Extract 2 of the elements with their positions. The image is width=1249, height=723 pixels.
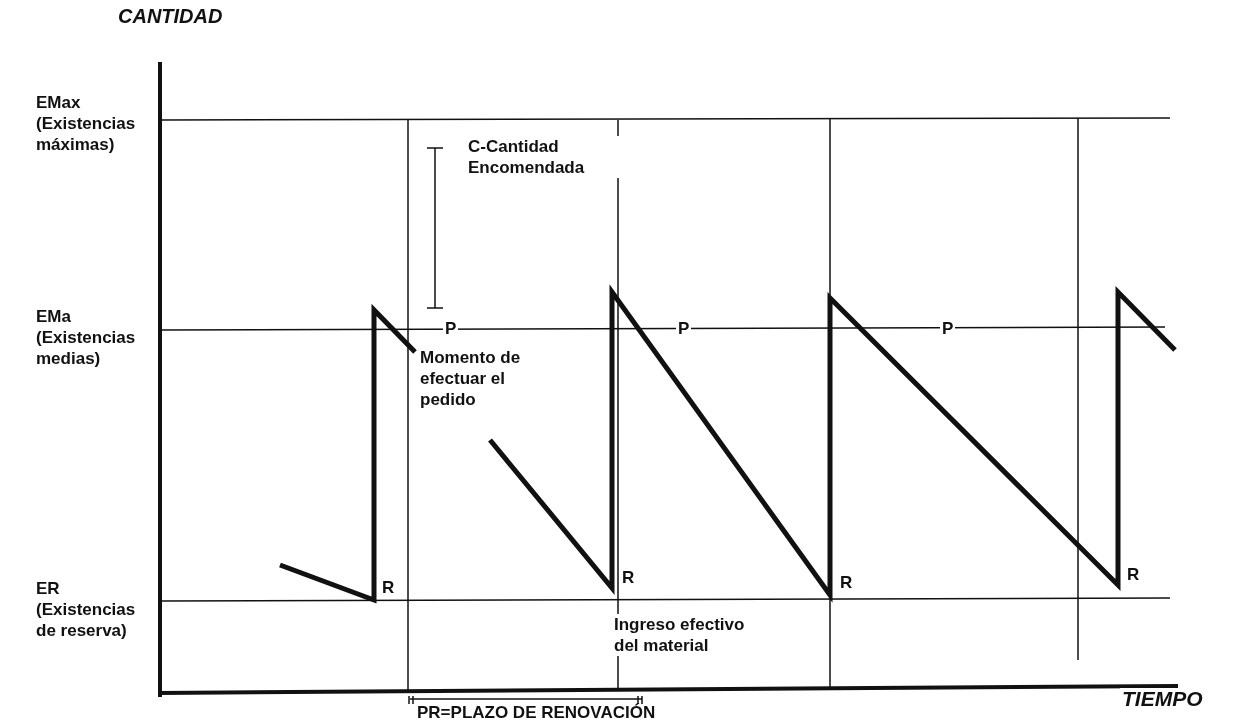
axis-title: TIEMPO	[1120, 688, 1205, 709]
annotation: PR=PLAZO DE RENOVACIÓN	[416, 703, 657, 722]
